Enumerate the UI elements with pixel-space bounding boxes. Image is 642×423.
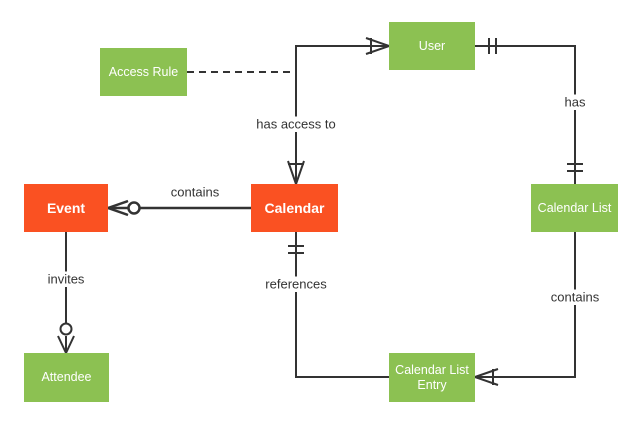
edge-label-invites: invites <box>44 271 88 287</box>
edge-label-references: references <box>262 276 330 292</box>
entity-label-event: Event <box>46 199 86 216</box>
edge-label-has-text: has <box>564 94 586 110</box>
connector-calendar-references-entry-lower <box>295 292 389 378</box>
connector-user-has-access-to-calendar <box>295 45 389 117</box>
entity-label-attendee: Attendee <box>41 370 92 384</box>
entity-label-access-rule: Access Rule <box>108 64 179 79</box>
edge-label-contains-list-entry-text: contains <box>550 289 600 305</box>
cardinality-exactly-one-calendar-bottom <box>288 245 304 254</box>
cardinality-exactly-one-user-right <box>488 38 497 54</box>
entity-calendar-list[interactable]: Calendar List <box>531 184 618 232</box>
edge-label-has-access-to-text: has access to <box>256 116 336 132</box>
entity-user[interactable]: User <box>389 22 475 70</box>
entity-event[interactable]: Event <box>24 184 108 232</box>
entity-label-calendar: Calendar <box>264 199 325 216</box>
entity-label-user: User <box>418 38 446 53</box>
edge-label-has: has <box>561 94 589 110</box>
entity-label-calendar-list-entry-line1: Calendar List <box>395 362 469 377</box>
edge-label-contains-list-entry: contains <box>547 289 603 305</box>
entity-calendar-list-entry[interactable]: Calendar List Entry <box>389 353 475 402</box>
cardinality-one-or-many-entry-right <box>474 368 499 386</box>
entity-attendee[interactable]: Attendee <box>24 353 109 402</box>
entity-label-calendar-list: Calendar List <box>537 200 612 215</box>
cardinality-exactly-one-calendar-list-top <box>567 163 583 172</box>
cardinality-one-or-many-user <box>365 37 390 55</box>
edge-label-has-access-to: has access to <box>253 116 339 132</box>
connector-calendar-list-contains-entry-lower <box>493 305 576 378</box>
cardinality-zero-or-many-attendee <box>57 322 75 354</box>
entity-access-rule[interactable]: Access Rule <box>100 48 187 96</box>
connector-user-has-calendar-list <box>475 45 576 95</box>
entity-calendar[interactable]: Calendar <box>251 184 338 232</box>
edge-label-contains-event-calendar-text: contains <box>170 184 220 200</box>
edge-label-contains-event-calendar: contains <box>167 184 223 200</box>
edge-label-invites-text: invites <box>47 271 85 287</box>
entity-label-calendar-list-entry-line2: Entry <box>417 377 447 392</box>
cardinality-one-or-many-calendar-top <box>287 160 305 185</box>
cardinality-zero-or-many-event <box>107 199 141 217</box>
edge-label-references-text: references <box>265 276 327 292</box>
